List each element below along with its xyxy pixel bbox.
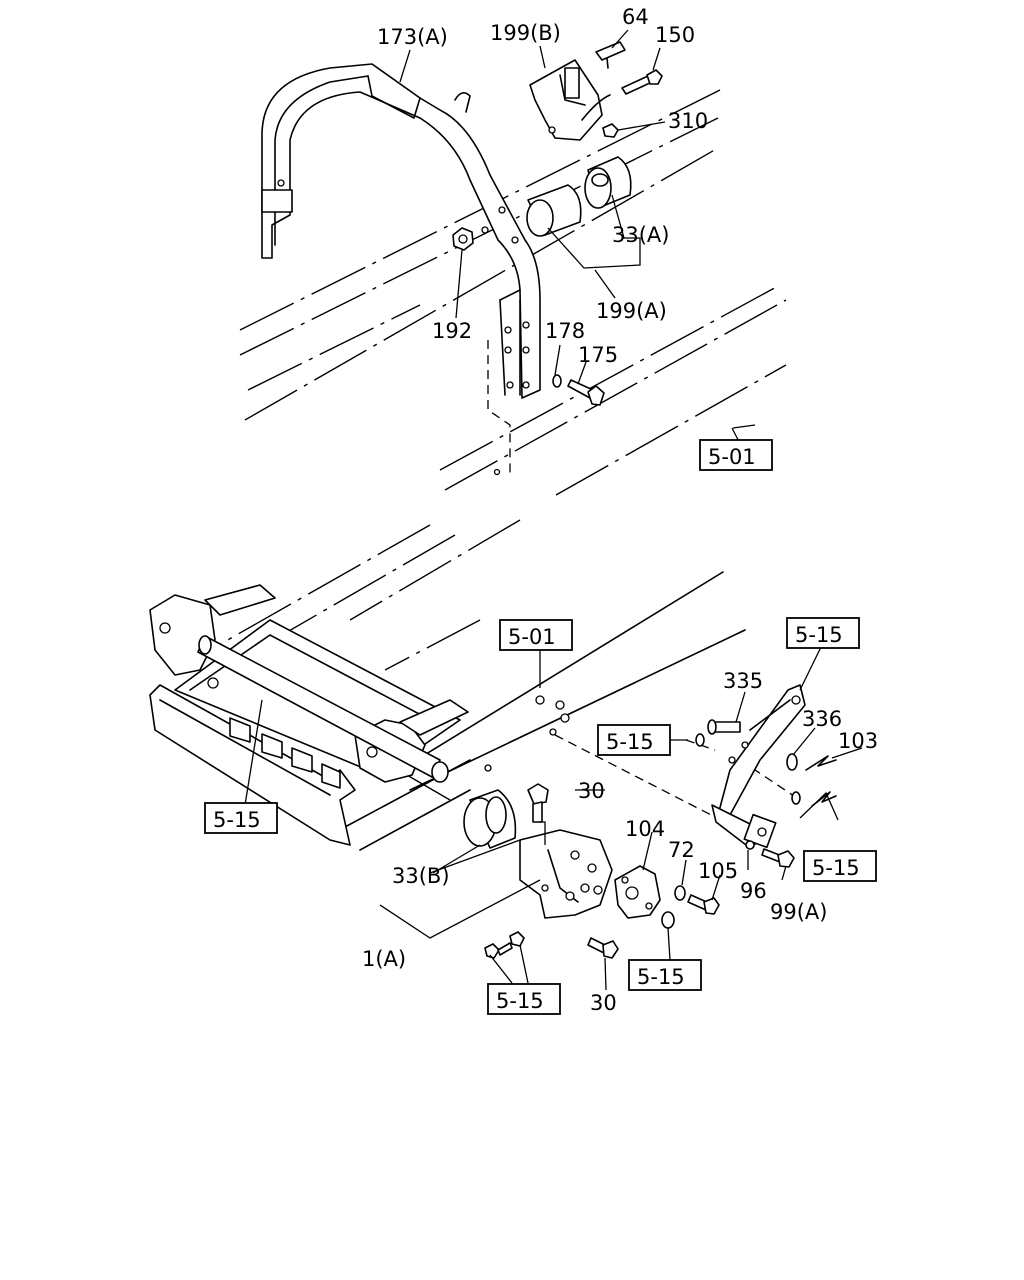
- part-number-labels: 173(A) 199(B) 64 150 310 33(A) 199(A) 19…: [362, 5, 878, 1015]
- washer-336: [786, 753, 798, 771]
- svg-text:5-15: 5-15: [213, 808, 261, 832]
- ref-box-5-15-bolts: 5-15: [487, 983, 561, 1015]
- rubber-cushion-33a-right: [584, 156, 632, 209]
- phantom-line-bracket: [487, 340, 511, 475]
- ref-box-5-01-lower: 5-01: [499, 619, 573, 651]
- engine-mount-bracket-1a: [519, 829, 613, 919]
- label-335: 335: [723, 669, 763, 693]
- label-178: 178: [545, 319, 585, 343]
- bolt-30-lower: [587, 937, 619, 959]
- leader-lines: [244, 29, 863, 991]
- washer-72: [674, 885, 686, 901]
- svg-text:5-15: 5-15: [496, 989, 544, 1013]
- ref-box-5-15-link-top: 5-15: [786, 617, 860, 649]
- cab-mount-arch-bracket: [261, 63, 541, 399]
- label-64: 64: [622, 5, 649, 29]
- label-30-lower: 30: [590, 991, 617, 1015]
- rubber-cushion-33b: [463, 789, 517, 849]
- bolt-96: [745, 840, 755, 850]
- bolt-99a: [761, 848, 795, 868]
- label-310: 310: [668, 109, 708, 133]
- label-150: 150: [655, 23, 695, 47]
- bolt-105: [687, 894, 720, 915]
- label-199b: 199(B): [490, 21, 561, 45]
- label-33a: 33(A): [612, 223, 669, 247]
- nut-192: [452, 227, 474, 251]
- upper-mount-bracket-199b: [529, 59, 611, 141]
- label-173a: 173(A): [377, 25, 448, 49]
- clip-64: [595, 41, 626, 69]
- label-1a: 1(A): [362, 947, 406, 971]
- label-72: 72: [668, 838, 695, 862]
- label-99a: 99(A): [770, 900, 827, 924]
- label-336: 336: [802, 707, 842, 731]
- o-ring: [661, 911, 675, 929]
- washer-178: [552, 374, 562, 388]
- label-96: 96: [740, 879, 767, 903]
- label-30-upper: 30: [578, 779, 605, 803]
- ref-box-5-15-oring: 5-15: [628, 959, 702, 991]
- ref-box-5-01-upper: 5-01: [699, 439, 773, 471]
- bolt-175: [567, 379, 605, 406]
- label-104: 104: [625, 817, 665, 841]
- nut-310: [602, 123, 619, 138]
- bolt-335: [707, 719, 741, 735]
- label-199a: 199(A): [596, 299, 667, 323]
- svg-text:5-15: 5-15: [812, 856, 860, 880]
- bolt-nut-lower-left: [484, 931, 525, 959]
- rubber-cushion-33a-left: [526, 184, 582, 237]
- svg-text:5-15: 5-15: [637, 965, 685, 989]
- upper-frame-rail: [239, 89, 787, 496]
- label-33b: 33(B): [392, 864, 450, 888]
- label-103: 103: [838, 729, 878, 753]
- bolt-150: [621, 69, 663, 95]
- label-105: 105: [698, 859, 738, 883]
- label-175: 175: [578, 343, 618, 367]
- stabilizer-mount-104: [614, 865, 661, 919]
- phantom-line-stabilizer: [554, 734, 761, 841]
- svg-text:5-15: 5-15: [795, 623, 843, 647]
- cotter-pin-103: [805, 755, 837, 771]
- ref-box-5-15-pins: 5-15: [803, 850, 877, 882]
- label-192: 192: [432, 319, 472, 343]
- svg-text:5-15: 5-15: [606, 730, 654, 754]
- reference-boxes: 5-01 5-01 5-15 5-15 5-15 5-15 5-15 5-15: [204, 439, 877, 1015]
- svg-text:5-01: 5-01: [708, 445, 756, 469]
- svg-text:5-01: 5-01: [508, 625, 556, 649]
- bolt-30-upper: [527, 783, 549, 823]
- chassis-frame: [149, 519, 746, 851]
- ref-box-5-15-frame: 5-15: [204, 802, 278, 834]
- ref-box-5-15-bolt: 5-15: [597, 724, 671, 756]
